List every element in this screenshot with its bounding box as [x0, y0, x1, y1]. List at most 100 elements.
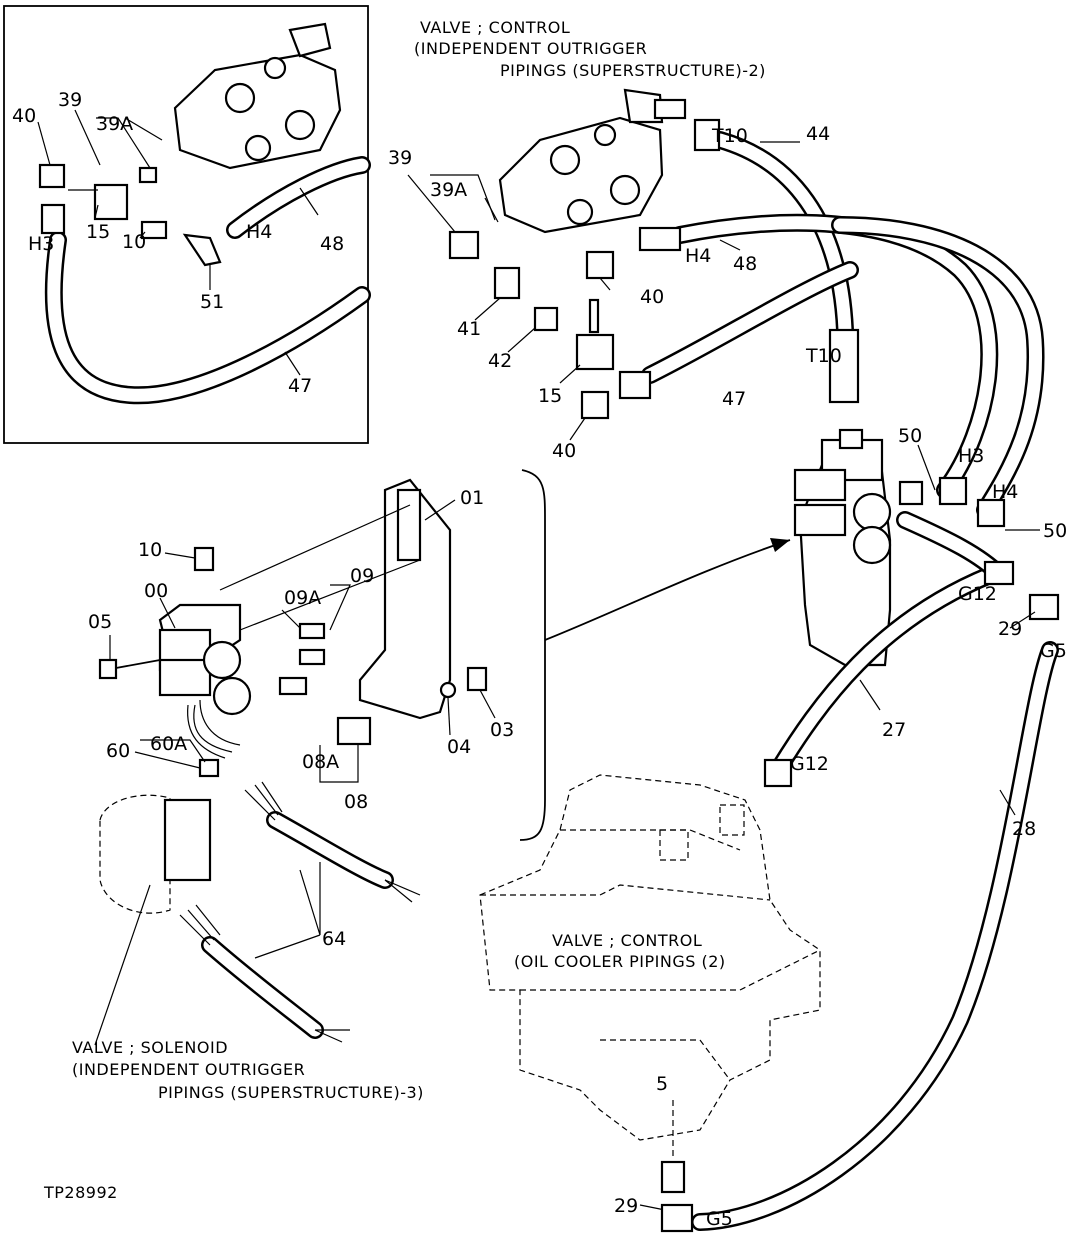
fitting-09-b: [298, 648, 326, 666]
solenoid-label-64: 64: [322, 928, 346, 950]
inset-valve-body: [173, 22, 342, 170]
upper-leaders: [407, 141, 800, 441]
drawing-id: TP28992: [43, 1183, 118, 1202]
main-caption-line-2: (OIL COOLER PIPINGS (2): [514, 952, 726, 971]
solenoid-caption-line-1: VALVE ; SOLENOID: [72, 1038, 228, 1057]
fitting-09-a: [298, 622, 326, 640]
upper-caption-line-3: PIPINGS (SUPERSTRUCTURE)-2): [500, 61, 766, 80]
leader-64: [254, 862, 321, 959]
inset-label-47: 47: [288, 375, 312, 397]
main-caption-line-1: VALVE ; CONTROL: [552, 931, 702, 950]
main-valve-caption: VALVE ; CONTROL (OIL COOLER PIPINGS (2): [514, 931, 726, 971]
solenoid-connector: [99, 794, 212, 914]
fitting-10: [193, 546, 215, 572]
fitting-09-c: [278, 676, 308, 696]
alignment-line-upper: [219, 504, 411, 591]
right-label-h3: H3: [958, 445, 984, 467]
inset-label-h4: H4: [246, 221, 272, 243]
fitting-h3: [938, 476, 968, 506]
upper-nut-t10: [693, 118, 721, 152]
inset-label-39: 39: [58, 89, 82, 111]
right-label-g5-upper: G5: [1040, 640, 1067, 662]
upper-adapter-42: [533, 306, 559, 332]
upper-label-44: 44: [806, 123, 830, 145]
inset-elbow-51: [182, 233, 222, 267]
right-label-g5-lower: G5: [706, 1208, 733, 1230]
fitting-60: [198, 758, 220, 778]
inset-frame: [3, 5, 369, 444]
solenoid-label-05: 05: [88, 611, 112, 633]
hose-27: [766, 566, 999, 784]
upper-caption: VALVE ; CONTROL (INDEPENDENT OUTRIGGER P…: [414, 18, 766, 80]
upper-label-41: 41: [457, 318, 481, 340]
solenoid-label-01: 01: [460, 487, 484, 509]
fitting-h4: [976, 498, 1006, 528]
upper-label-40a: 40: [640, 286, 664, 308]
solenoid-label-09a: 09A: [284, 587, 321, 609]
upper-elbow-40a: [585, 250, 615, 280]
bracket-01: [358, 478, 452, 720]
solenoid-label-09: 09: [350, 565, 374, 587]
harness-lower: [179, 904, 350, 1043]
fitting-g12-upper: [983, 560, 1015, 586]
left-solenoid-valve: [158, 603, 252, 759]
bolt-05-shank: [115, 659, 161, 669]
upper-label-40b: 40: [552, 440, 576, 462]
inset-nut-h3: [40, 203, 66, 235]
hose-44: [711, 131, 854, 339]
right-label-27: 27: [882, 719, 906, 741]
harness-upper: [244, 781, 421, 903]
solenoid-label-08: 08: [344, 791, 368, 813]
inset-block-15: [93, 183, 129, 221]
fitting-g12-lower: [763, 758, 793, 788]
fitting-5: [660, 1160, 686, 1194]
hose-h4-right: [831, 216, 1045, 519]
inset-adapter-10: [140, 220, 168, 240]
solenoid-label-10: 10: [138, 539, 162, 561]
washer-04: [439, 681, 457, 699]
solenoid-caption: VALVE ; SOLENOID (INDEPENDENT OUTRIGGER …: [72, 1038, 423, 1102]
upper-elbow-40b: [580, 390, 610, 420]
right-label-29-upper: 29: [998, 618, 1022, 640]
upper-caption-line-1: VALVE ; CONTROL: [420, 18, 570, 37]
inset-label-h3: H3: [28, 233, 54, 255]
right-label-28: 28: [1012, 818, 1036, 840]
inset-elbow-40: [38, 163, 66, 189]
upper-label-15: 15: [538, 385, 562, 407]
group-bracket: [519, 469, 546, 841]
upper-label-39a: 39A: [430, 179, 467, 201]
upper-label-h4: H4: [685, 245, 711, 267]
leader-solenoid-caption: [94, 884, 151, 1046]
inset-label-10: 10: [122, 231, 146, 253]
solenoid-label-03: 03: [490, 719, 514, 741]
right-label-h4: H4: [992, 481, 1018, 503]
solenoid-caption-line-2: (INDEPENDENT OUTRIGGER: [72, 1060, 305, 1079]
solenoid-label-00: 00: [144, 580, 168, 602]
solenoid-label-60: 60: [106, 740, 130, 762]
inset-hose-47: [44, 231, 371, 405]
upper-caption-line-2: (INDEPENDENT OUTRIGGER: [414, 39, 647, 58]
inset-label-15: 15: [86, 221, 110, 243]
right-label-50a: 50: [898, 425, 922, 447]
solenoid-label-04: 04: [447, 736, 471, 758]
right-label-g12-lower: G12: [790, 753, 829, 775]
inset-hose-48: [226, 156, 371, 239]
fitting-08: [336, 716, 372, 746]
assembly-arrow-line: [544, 539, 791, 641]
upper-label-t10-lower: T10: [805, 345, 842, 367]
main-control-valve: [479, 774, 821, 1141]
right-leaders: [639, 444, 1040, 1211]
inset-label-39a: 39A: [96, 113, 133, 135]
upper-label-39: 39: [388, 147, 412, 169]
upper-label-48: 48: [733, 253, 757, 275]
upper-label-42: 42: [488, 350, 512, 372]
upper-label-47: 47: [722, 388, 746, 410]
upper-nut-47: [618, 370, 652, 400]
inset-label-40: 40: [12, 105, 36, 127]
bolt-03: [466, 666, 488, 692]
upper-nut-48: [638, 226, 682, 252]
upper-nipple: [588, 298, 600, 334]
fitting-29-lower: [660, 1203, 694, 1233]
upper-valve-body: [498, 88, 687, 234]
t10-fitting-lower: [828, 328, 860, 404]
